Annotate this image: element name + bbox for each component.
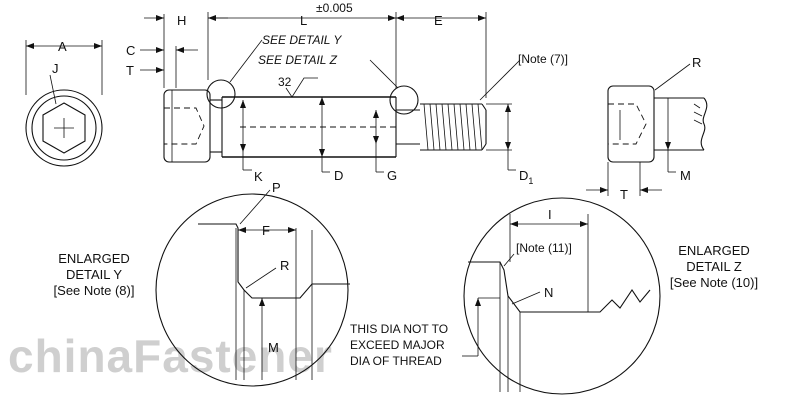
- detail-y-label-p: P: [272, 180, 281, 195]
- tolerance-label: ±0.005: [316, 1, 353, 15]
- detail-z-caption-line2: DETAIL Z: [686, 259, 742, 274]
- dim-label-c: C: [126, 43, 135, 58]
- dim-label-a: A: [58, 39, 67, 54]
- detail-y-label-m: M: [268, 340, 279, 355]
- head-side-view: [586, 63, 708, 196]
- watermark: chinaFastener: [8, 330, 333, 382]
- dim-label-j: J: [52, 61, 59, 76]
- detail-z-view: [462, 197, 661, 395]
- finish-symbol-label: 32: [278, 75, 292, 89]
- note-11-callout: [Note (11)]: [516, 241, 572, 255]
- side-view: [140, 12, 521, 173]
- dim-label-m: M: [680, 168, 691, 183]
- detail-z-label-i: I: [548, 207, 552, 222]
- dim-label-r: R: [692, 55, 701, 70]
- dia-note-line3: DIA OF THREAD: [350, 354, 442, 368]
- detail-y-caption-line2: DETAIL Y: [66, 267, 122, 282]
- dim-label-l: L: [300, 13, 307, 28]
- see-detail-z-callout: SEE DETAIL Z: [258, 53, 338, 67]
- dim-label-t: T: [126, 63, 134, 78]
- note-7-callout: [Note (7)]: [518, 52, 568, 66]
- end-view: [25, 40, 103, 167]
- dim-label-g: G: [387, 168, 397, 183]
- dim-label-h: H: [177, 13, 186, 28]
- detail-z-label-n: N: [544, 285, 553, 300]
- detail-z-caption-line3: [See Note (10)]: [670, 275, 758, 290]
- detail-y-caption-line3: [See Note (8)]: [54, 283, 135, 298]
- detail-y-caption-line1: ENLARGED: [58, 251, 130, 266]
- dim-label-d: D: [334, 168, 343, 183]
- detail-y-label-f: F: [262, 223, 270, 238]
- detail-y-view: [155, 189, 350, 387]
- dim-label-t2: T: [620, 187, 628, 202]
- dim-label-d1: D1: [519, 168, 533, 186]
- see-detail-y-callout: SEE DETAIL Y: [262, 33, 342, 47]
- dia-note-line1: THIS DIA NOT TO: [350, 322, 448, 336]
- detail-y-label-r: R: [280, 258, 289, 273]
- dim-label-k: K: [254, 169, 263, 184]
- dim-label-e: E: [434, 13, 443, 28]
- detail-z-caption-line1: ENLARGED: [678, 243, 750, 258]
- dia-note-line2: EXCEED MAJOR: [350, 338, 445, 352]
